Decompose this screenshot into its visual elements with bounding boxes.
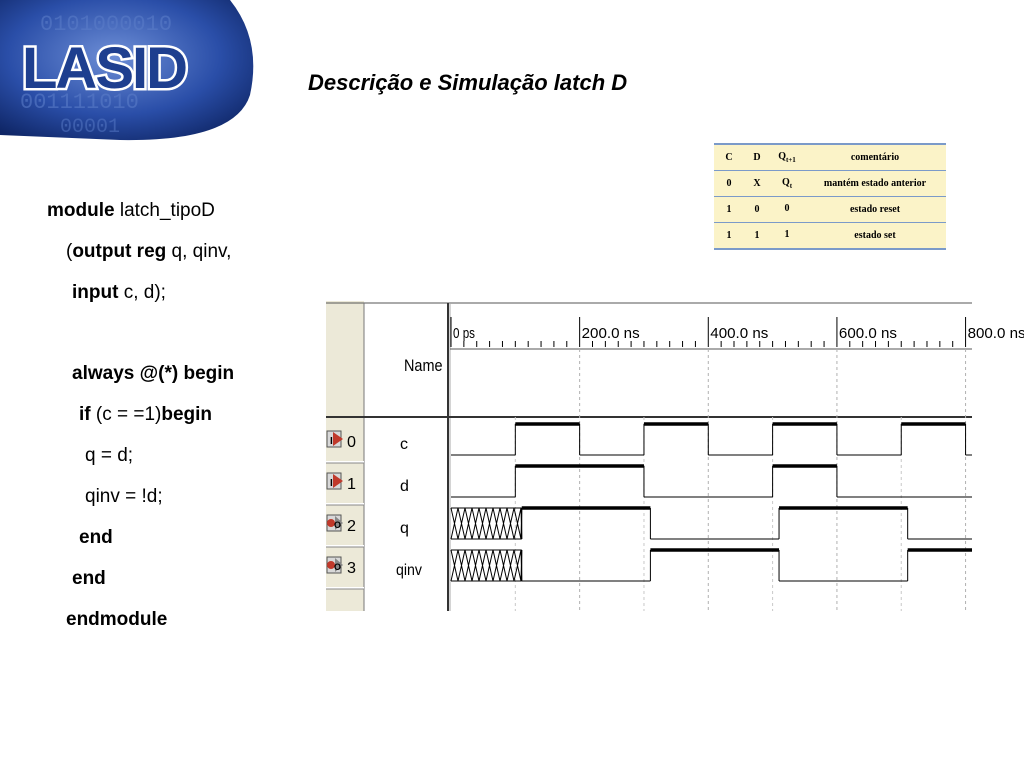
waveform-q: [450, 506, 972, 540]
waveform-d: [451, 464, 972, 498]
code-line-assign-q: q = d;: [85, 445, 134, 466]
cell-q: 1: [770, 222, 804, 249]
svg-text:I: I: [330, 436, 333, 447]
signal-name[interactable]: c: [400, 436, 408, 453]
svg-text:001111010: 001111010: [20, 90, 139, 115]
code-line-assign-qinv: qinv = !d;: [85, 486, 163, 507]
waveform-viewer[interactable]: Name 0 ps 200.0 ns 400.0 ns 600.0 ns 800.0 ns…: [326, 301, 1024, 611]
header-comment: comentário: [804, 143, 946, 171]
cell-q: 0: [770, 196, 804, 223]
header-q: Qt+1: [770, 143, 804, 171]
cell-d: X: [744, 170, 770, 197]
signal-index: 1: [347, 476, 356, 493]
signal-name[interactable]: d: [400, 478, 409, 495]
code-line-input: input c, d);: [72, 282, 166, 303]
time-ruler: [451, 301, 972, 349]
code-line-end-inner: end: [79, 527, 113, 548]
signal-index: 3: [347, 560, 356, 577]
signal-name[interactable]: qinv: [396, 562, 422, 579]
tick-label: 800.0 ns: [968, 325, 1024, 342]
code-line-endmodule: endmodule: [66, 609, 168, 630]
waveform-c: [451, 422, 972, 456]
code-line-end-outer: end: [72, 568, 106, 589]
svg-text:O: O: [334, 520, 341, 530]
tick-label: 600.0 ns: [839, 325, 897, 342]
cell-c: 0: [714, 170, 744, 197]
waveform-svg: Name 0 ps 200.0 ns 400.0 ns 600.0 ns 800.0 ns…: [326, 301, 1024, 611]
svg-text:00001: 00001: [60, 116, 120, 139]
code-line-module: module latch_tipoD: [47, 200, 215, 221]
header-d: D: [744, 143, 770, 171]
logo-text: LASID: [22, 36, 186, 101]
truth-table: C D Qt+1 comentário 0 X Qt mantém estado…: [714, 143, 946, 250]
input-pin-icon: I: [326, 430, 343, 448]
svg-text:O: O: [334, 562, 341, 572]
tick-label: 0 ps: [453, 325, 475, 342]
signal-index: 0: [347, 434, 356, 451]
input-pin-icon: I: [326, 472, 343, 490]
svg-text:0101000010: 0101000010: [40, 12, 172, 37]
truth-table-header: C D Qt+1 comentário: [714, 143, 946, 171]
page-title: Descrição e Simulação latch D: [308, 70, 628, 95]
wave-unknown: [450, 507, 523, 540]
header-c: C: [714, 143, 744, 171]
cell-comment: estado set: [804, 222, 946, 249]
cell-comment: mantém estado anterior: [804, 170, 946, 197]
waveform-qinv: [450, 548, 972, 582]
cell-c: 1: [714, 196, 744, 223]
table-row: 1 1 1 estado set: [714, 222, 946, 249]
cell-comment: estado reset: [804, 196, 946, 223]
lasid-logo: 0101000010 001111010 00001 LASID: [0, 0, 258, 142]
cell-c: 1: [714, 222, 744, 249]
signal-index: 2: [347, 518, 356, 535]
tick-label: 400.0 ns: [710, 325, 768, 342]
name-column: [364, 301, 450, 611]
cell-q: Qt: [770, 170, 804, 197]
code-line-always: always @(*) begin: [72, 363, 235, 384]
svg-text:I: I: [330, 478, 333, 489]
name-header: Name: [404, 357, 443, 375]
signal-name[interactable]: q: [400, 520, 409, 537]
output-pin-icon: O: [326, 514, 343, 532]
code-line-if: if (c = =1)begin: [79, 404, 213, 425]
cell-d: 0: [744, 196, 770, 223]
table-row: 0 X Qt mantém estado anterior: [714, 170, 946, 197]
cell-d: 1: [744, 222, 770, 249]
table-row: 1 0 0 estado reset: [714, 196, 946, 223]
wave-unknown: [450, 549, 523, 582]
output-pin-icon: O: [326, 556, 343, 574]
code-line-output: (output reg q, qinv,: [66, 241, 232, 262]
tick-label: 200.0 ns: [582, 325, 640, 342]
